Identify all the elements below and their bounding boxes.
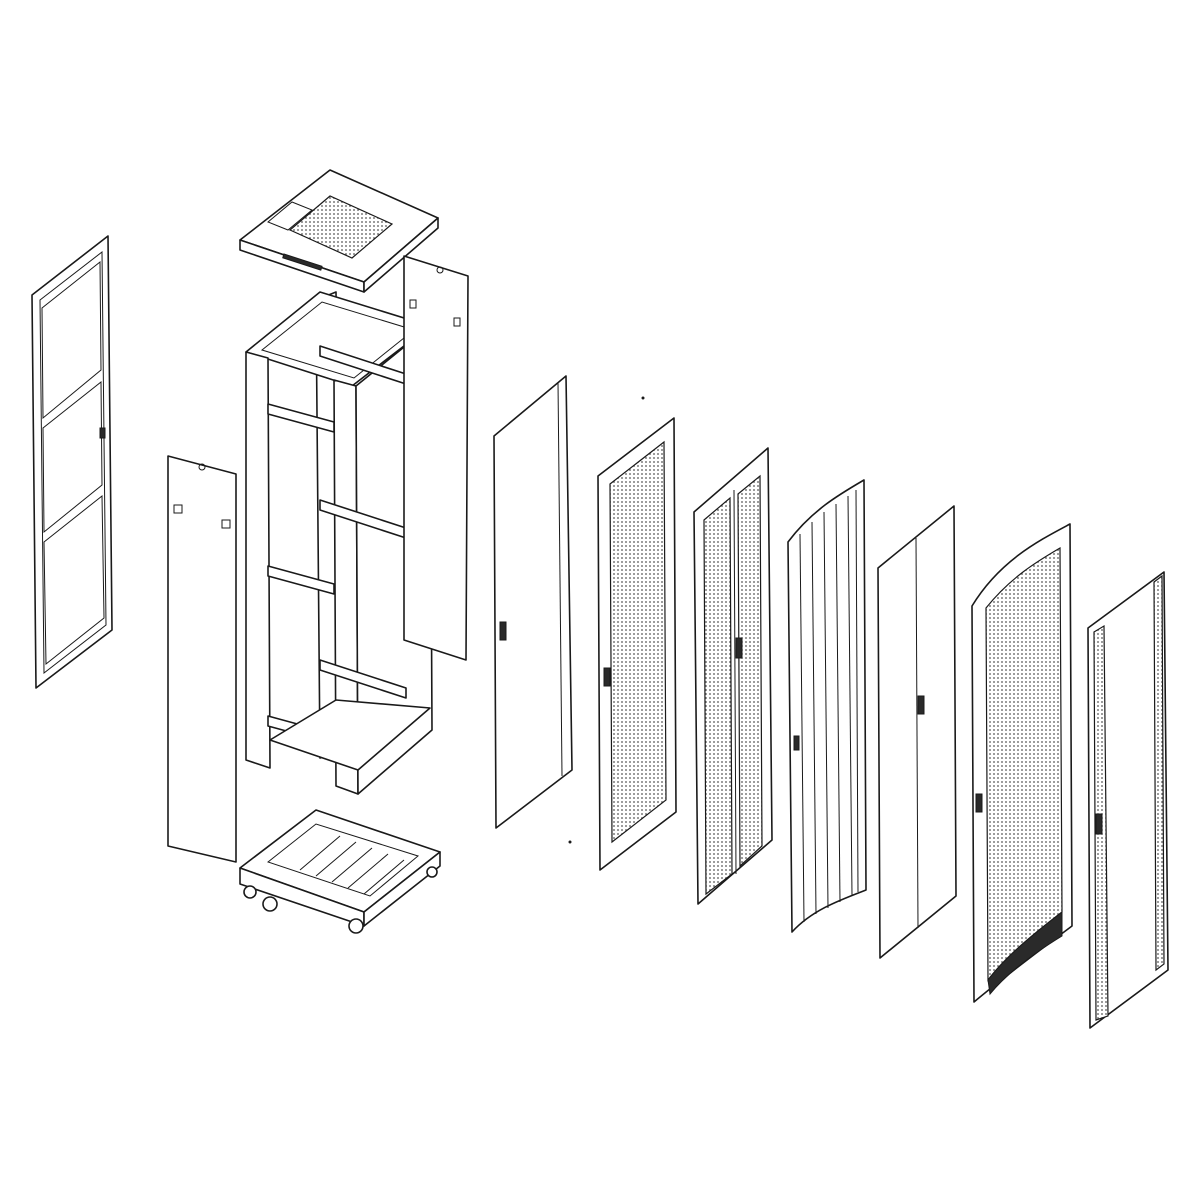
door-handle-icon [499,621,507,641]
caster-icon [243,885,257,899]
curved-ribbed-door [787,479,867,933]
vented-door [1087,571,1169,1029]
door-handle-icon [793,735,800,751]
solid-door [493,375,573,829]
screw-icon [568,840,572,844]
perforated-door-single [597,417,677,871]
perforated-door-double [693,447,773,905]
door-lock-icon [99,427,106,439]
side-panel-right [403,255,469,661]
screw-icon [641,396,645,400]
side-panel-left [167,455,237,863]
solid-door-double [877,505,957,959]
door-handle-icon [735,637,743,659]
caster-icon [262,896,278,912]
base-with-casters [239,809,441,934]
door-handle-icon [917,695,925,715]
top-cover [239,169,439,293]
door-handle-icon [975,793,983,813]
door-handle-icon [1095,813,1103,835]
caster-icon [426,866,438,878]
door-handle-icon [603,667,611,687]
caster-icon [348,918,364,934]
curved-mesh-door [971,523,1073,1003]
glass-door-three-pane [31,235,113,689]
